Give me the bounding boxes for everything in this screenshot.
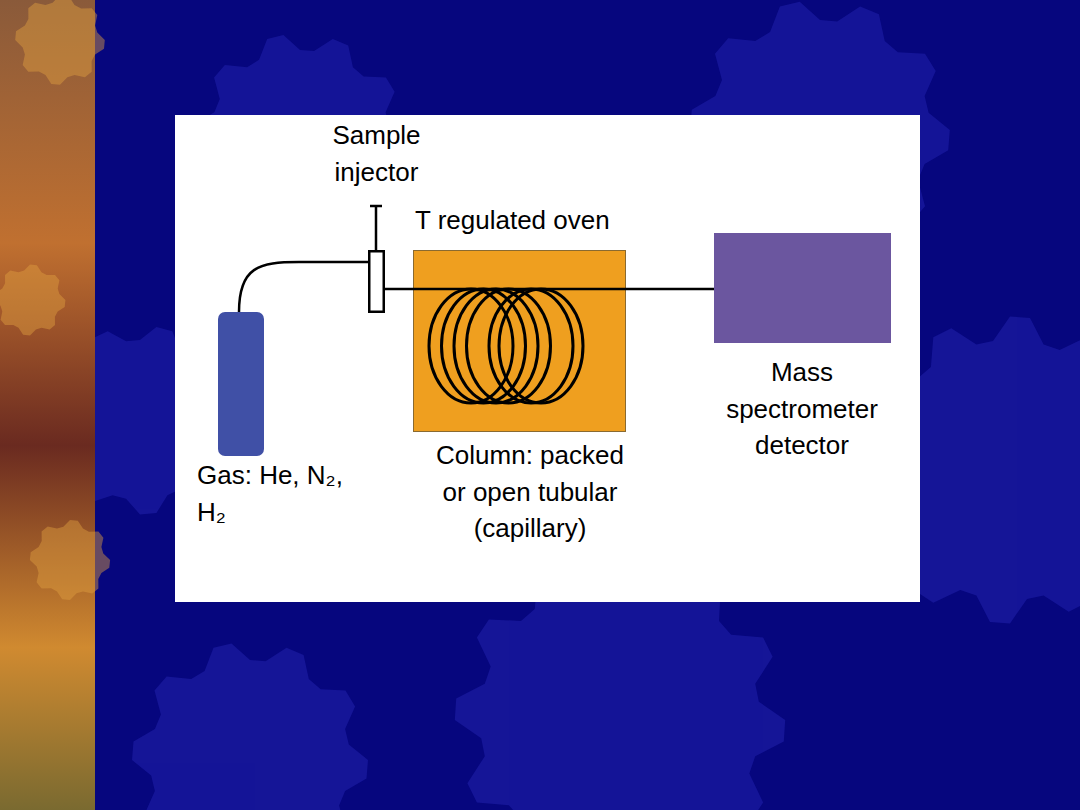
node-outline — [368, 250, 385, 313]
gas-line — [385, 288, 413, 291]
column-oven: T regulated ovenColumn: packed or open t… — [413, 250, 626, 432]
column-label: Column: packed or open tubular (capillar… — [435, 437, 625, 547]
node-outline — [413, 250, 626, 432]
node-label: Gas: He, N₂, H₂ — [197, 457, 347, 530]
node-label: Sample injector — [308, 117, 445, 190]
node-label: Mass spectrometer detector — [702, 354, 902, 464]
node-label: T regulated oven — [415, 202, 655, 239]
gas-line — [239, 262, 368, 312]
node-outline — [714, 233, 891, 343]
gas-line — [626, 288, 714, 291]
sample-injector: Sample injector — [368, 250, 385, 313]
node-outline — [218, 312, 264, 456]
mass-spectrometer: Mass spectrometer detector — [714, 233, 891, 343]
gas-cylinder: Gas: He, N₂, H₂ — [218, 312, 264, 456]
